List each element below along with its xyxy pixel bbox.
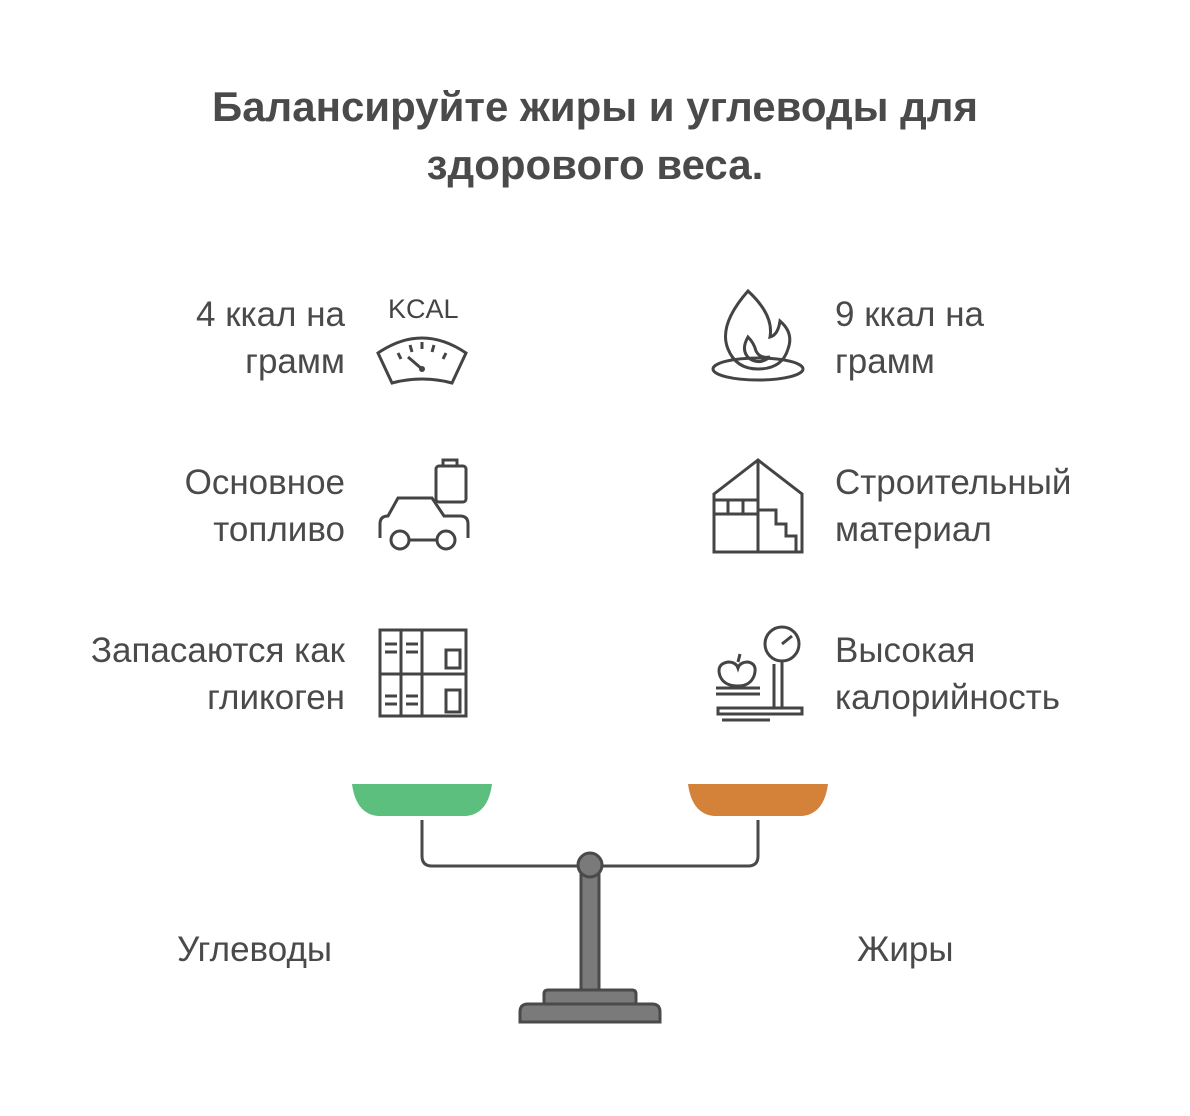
carbs-item-fuel: Основное топливо — [184, 463, 345, 549]
food-scale-icon — [716, 625, 804, 722]
carbs-item-glycogen: Запасаются как гликоген — [90, 631, 345, 717]
car-fuel-icon — [378, 458, 470, 551]
fats-pan — [688, 784, 828, 816]
house-structure-icon — [712, 458, 804, 554]
balance-base — [518, 1002, 662, 1024]
balance-pillar — [579, 864, 601, 994]
fats-item-building: Строительный материал — [835, 463, 1072, 549]
kcal-gauge-icon: KCAL — [376, 294, 468, 385]
carbs-label: Углеводы — [177, 930, 333, 969]
fats-label: Жиры — [857, 930, 954, 969]
carbs-item-calories: 4 ккал на грамм — [196, 295, 345, 381]
title-line-1: Балансируйте жиры и углеводы для — [212, 83, 978, 130]
balance-base-top — [542, 988, 638, 1006]
carbs-pan — [352, 784, 492, 816]
page-title: Балансируйте жиры и углеводы для здорово… — [95, 78, 1095, 194]
fats-item-calories: 9 ккал на грамм — [835, 295, 984, 381]
title-line-2: здорового веса. — [426, 141, 764, 188]
flame-icon — [711, 288, 805, 382]
balance-scale — [352, 784, 828, 1024]
balance-pivot — [576, 851, 604, 879]
svg-text:KCAL: KCAL — [388, 294, 459, 324]
storage-shelf-icon — [378, 628, 468, 718]
fats-item-high-calorie: Высокая калорийность — [835, 631, 1060, 717]
